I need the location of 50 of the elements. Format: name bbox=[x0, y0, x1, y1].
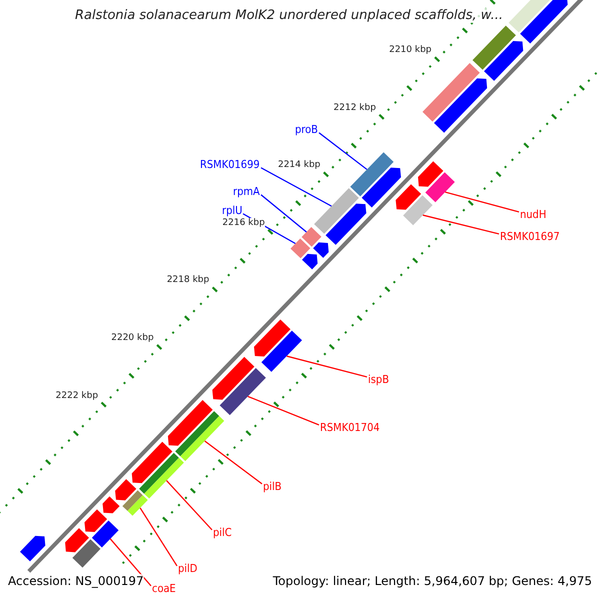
gene-block bbox=[65, 528, 100, 568]
gene-name: RSMK01704 bbox=[320, 421, 380, 434]
gene-block bbox=[20, 536, 46, 562]
leader-line bbox=[286, 356, 368, 378]
gene-block bbox=[102, 496, 120, 514]
map-title: Ralstonia solanacearum MolK2 unordered unplaced scaffolds, w... bbox=[75, 8, 504, 23]
leader-line bbox=[166, 480, 212, 530]
genome-summary-text: Topology: linear; Length: 5,964,607 bp; Genes: 4,975 bbox=[272, 574, 592, 588]
scale-label: 2222 kbp bbox=[56, 390, 98, 401]
leader-line bbox=[444, 192, 520, 212]
gene-name: rpmA bbox=[233, 185, 260, 198]
gene-name: ispB bbox=[368, 373, 389, 386]
gene-block bbox=[115, 479, 148, 516]
scale-label: 2214 kbp bbox=[278, 160, 320, 170]
scale-label: 2218 kbp bbox=[166, 275, 210, 286]
gene-name: proB bbox=[295, 123, 318, 136]
scale-label: 2212 kbp bbox=[334, 102, 376, 113]
leader-line bbox=[260, 194, 307, 232]
gene-block bbox=[396, 184, 433, 226]
gene-name: nudH bbox=[520, 208, 546, 221]
gene-name: RSMK01699 bbox=[200, 158, 260, 171]
gene-name: coaE bbox=[152, 582, 176, 595]
accession-text: Accession: NS_000197 bbox=[8, 574, 144, 588]
gene-name: pilC bbox=[213, 526, 232, 539]
gene-name: pilD bbox=[178, 562, 198, 575]
gene-block bbox=[314, 188, 366, 245]
gene-name: rplU bbox=[222, 204, 242, 217]
gene-block bbox=[132, 442, 184, 498]
gene-block bbox=[212, 356, 266, 416]
leader-line bbox=[110, 538, 152, 586]
scale-label: 2210 kbp bbox=[389, 45, 432, 56]
gene-block bbox=[472, 26, 524, 81]
leader-line bbox=[260, 167, 332, 207]
gene-block bbox=[254, 320, 302, 372]
gene-name: pilB bbox=[263, 480, 282, 493]
gene-block bbox=[350, 152, 401, 208]
gene-block bbox=[418, 161, 455, 202]
gene-block bbox=[422, 63, 488, 133]
leader-line bbox=[140, 508, 178, 566]
scale-label: 2216 kbp bbox=[222, 218, 265, 228]
leader-line bbox=[318, 132, 368, 170]
gene-block bbox=[168, 400, 224, 462]
scale-label: 2220 kbp bbox=[111, 333, 154, 344]
gene-name: RSMK01697 bbox=[500, 230, 560, 243]
gene-block bbox=[290, 238, 318, 270]
gene-block bbox=[84, 509, 119, 548]
gene-block bbox=[302, 227, 329, 258]
leader-line bbox=[248, 396, 320, 426]
leader-line bbox=[422, 214, 500, 234]
gene-block bbox=[508, 0, 568, 44]
